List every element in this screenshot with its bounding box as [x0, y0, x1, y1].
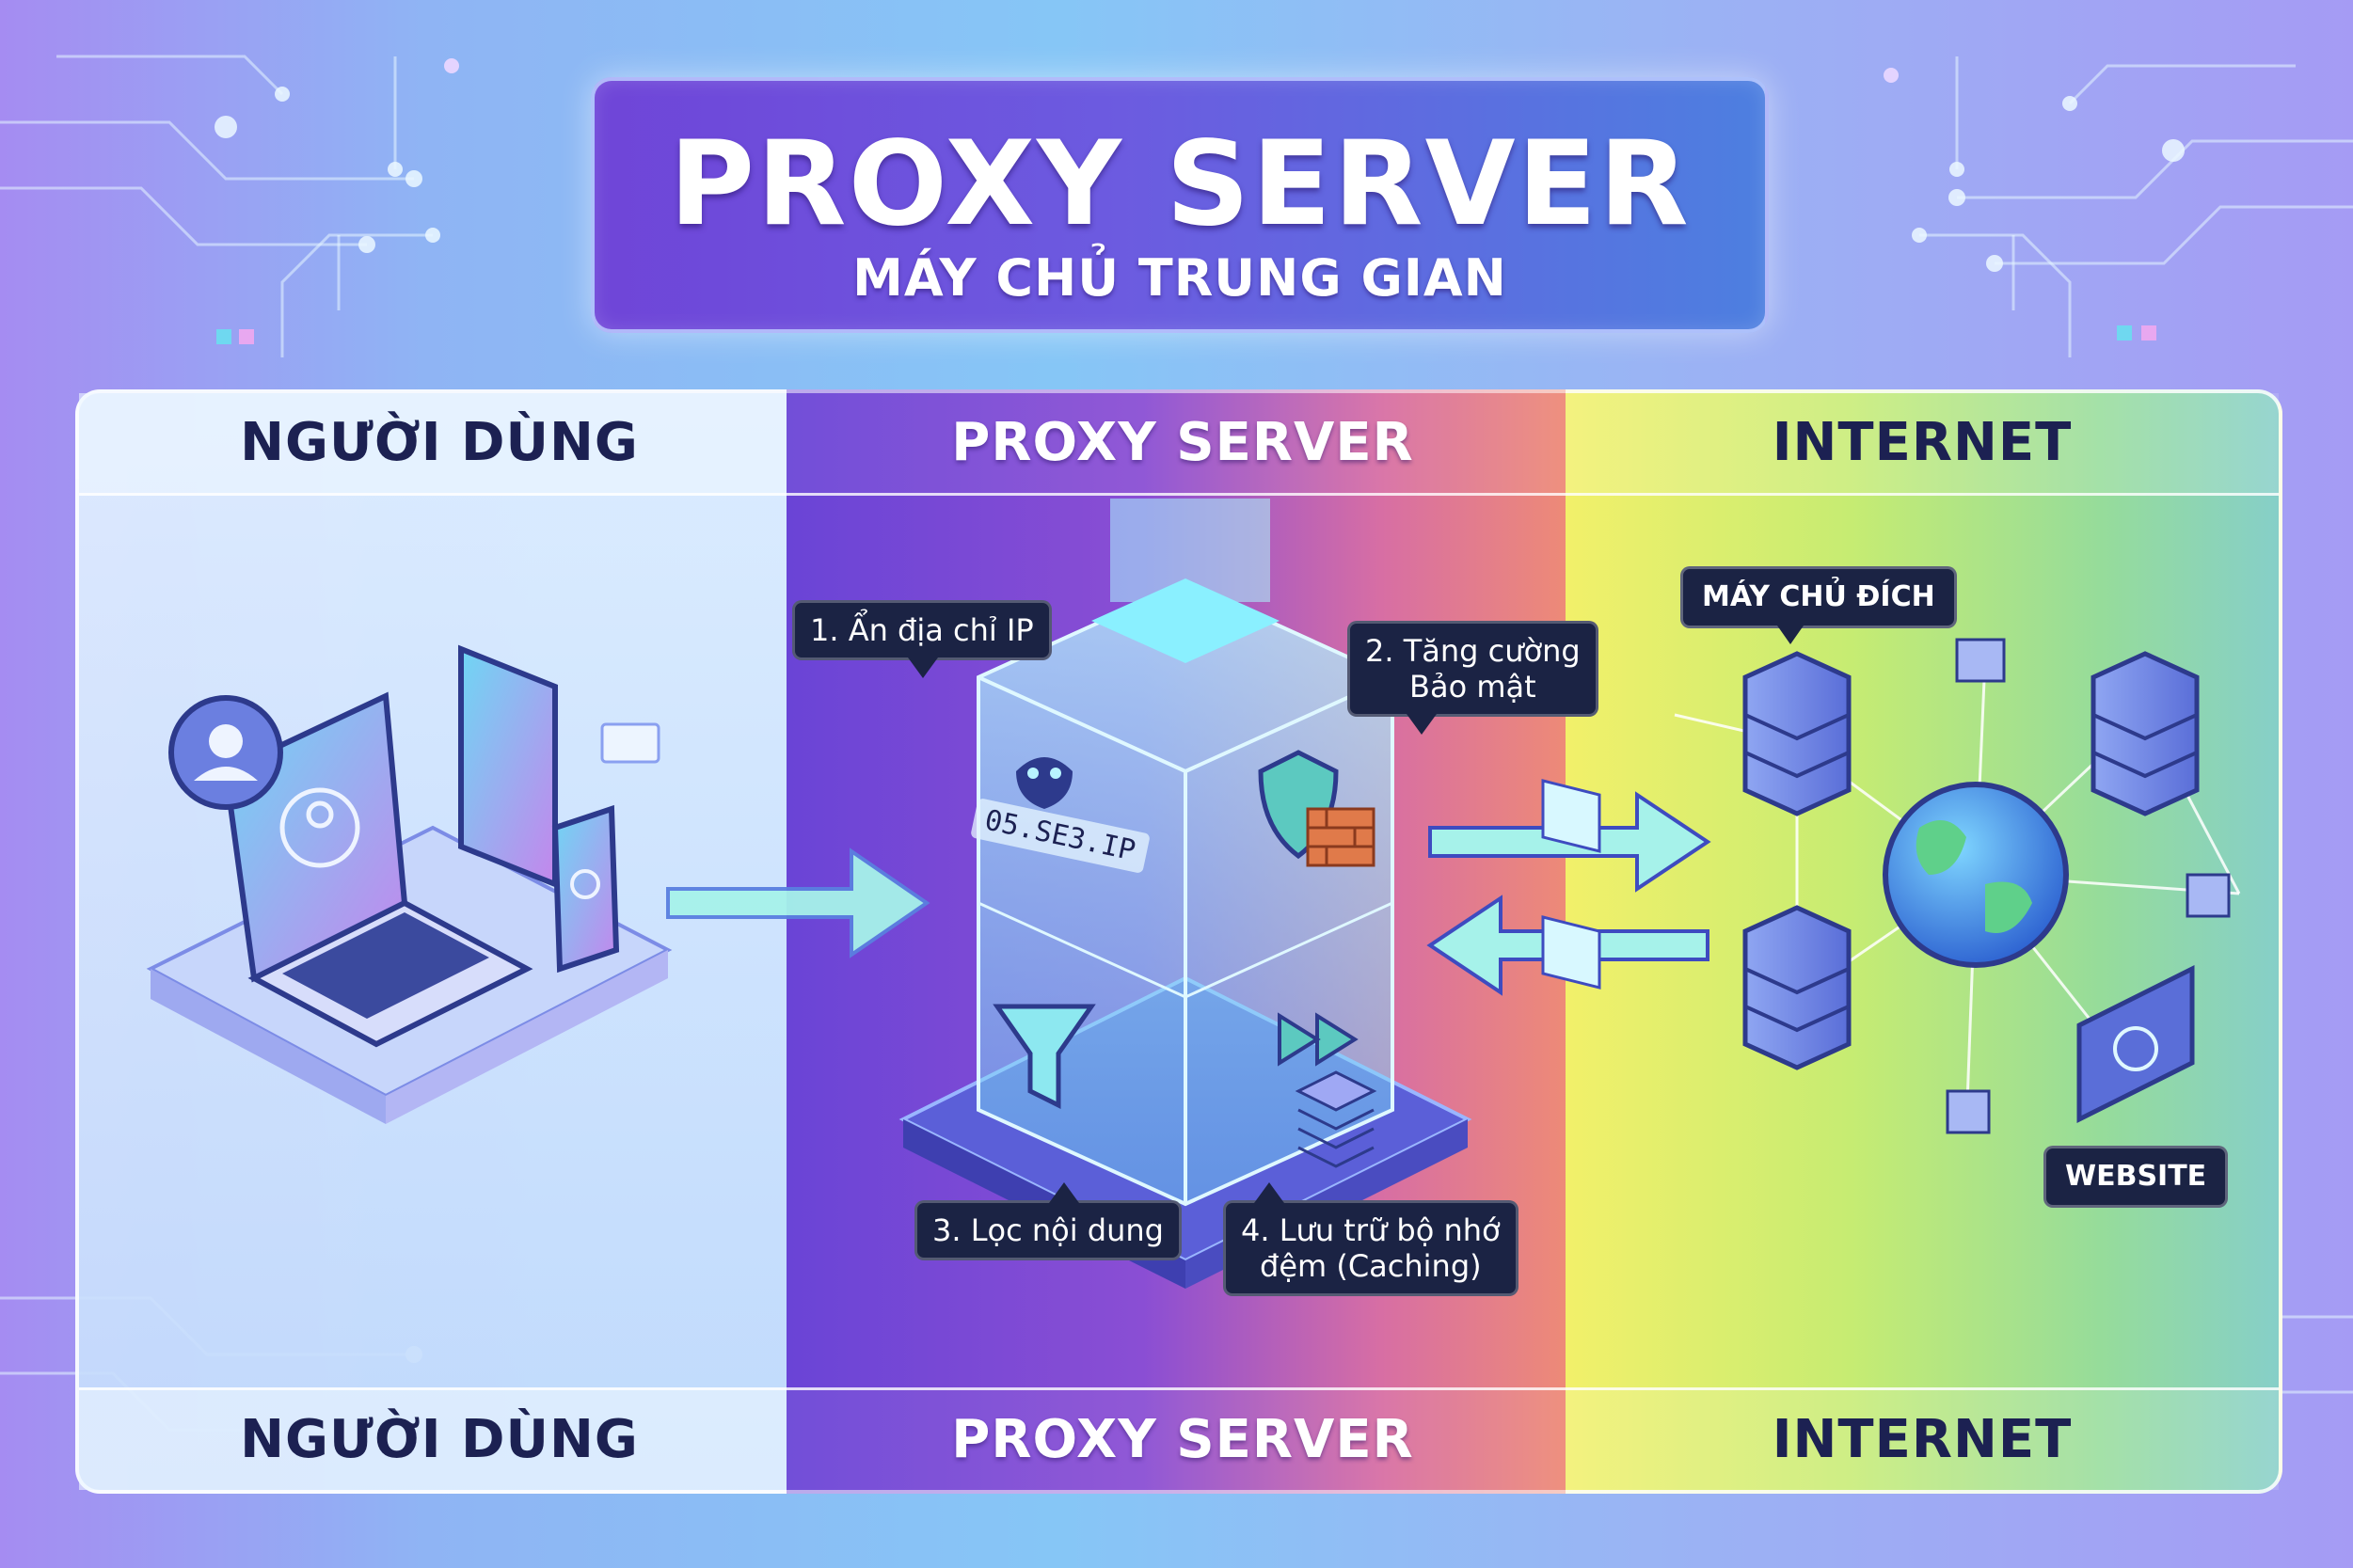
user-column-title: NGƯỜI DÙNG: [240, 412, 639, 473]
website-tag: WEBSITE: [2043, 1146, 2229, 1208]
globe-icon: [1883, 782, 2069, 968]
feature-security-label-line2: Bảo mật: [1409, 669, 1536, 705]
feature-security-label-line1: 2. Tăng cường: [1365, 633, 1581, 669]
internet-column-title: INTERNET: [1772, 412, 2073, 473]
fast-forward-icon: [1278, 1012, 1359, 1067]
feature-hide-ip-label: 1. Ẩn địa chỉ IP: [810, 612, 1034, 648]
proxy-column-footer: PROXY SERVER: [787, 1387, 1579, 1490]
page-subtitle: MÁY CHỦ TRUNG GIAN: [852, 248, 1507, 308]
user-column-footer: NGƯỜI DÙNG: [79, 1387, 800, 1490]
page-title: PROXY SERVER: [669, 117, 1691, 252]
packet-icon: [1541, 779, 1601, 990]
user-column-footer-label: NGƯỜI DÙNG: [240, 1409, 639, 1470]
internet-column-footer: INTERNET: [1566, 1387, 2279, 1490]
user-icon: [168, 695, 283, 810]
feature-security-callout: 2. Tăng cường Bảo mật: [1347, 621, 1598, 735]
proxy-column-footer-label: PROXY SERVER: [951, 1409, 1414, 1470]
feature-caching-label-line2: đệm (Caching): [1260, 1248, 1482, 1284]
feature-filter-label: 3. Lọc nội dung: [932, 1212, 1164, 1248]
phone-icon: [551, 804, 620, 974]
arrow-right-icon: [666, 847, 930, 958]
feature-hide-ip-callout: 1. Ẩn địa chỉ IP: [792, 600, 1052, 678]
proxy-column-header: PROXY SERVER: [787, 393, 1579, 496]
user-column-header: NGƯỜI DÙNG: [79, 393, 800, 496]
mask-icon: [1016, 757, 1073, 809]
destination-server-tag: MÁY CHỦ ĐÍCH: [1680, 566, 1957, 644]
user-devices: [146, 644, 673, 1124]
feature-filter-callout: 3. Lọc nội dung: [914, 1182, 1182, 1260]
feature-caching-label-line1: 4. Lưu trữ bộ nhớ: [1241, 1212, 1501, 1248]
proxy-column-title: PROXY SERVER: [951, 412, 1414, 473]
internet-column-footer-label: INTERNET: [1772, 1409, 2073, 1470]
internet-column-header: INTERNET: [1566, 393, 2279, 496]
feature-caching-callout: 4. Lưu trữ bộ nhớ đệm (Caching): [1223, 1182, 1518, 1296]
tablet-icon: [458, 644, 558, 889]
title-banner: PROXY SERVER MÁY CHỦ TRUNG GIAN: [591, 77, 1769, 333]
database-stack-icon: [1295, 1070, 1377, 1168]
funnel-icon: [993, 1004, 1096, 1110]
firewall-icon: [1306, 807, 1375, 867]
browser-window-icon: [2076, 964, 2195, 1124]
server-rack-icon: [1742, 651, 2200, 1070]
